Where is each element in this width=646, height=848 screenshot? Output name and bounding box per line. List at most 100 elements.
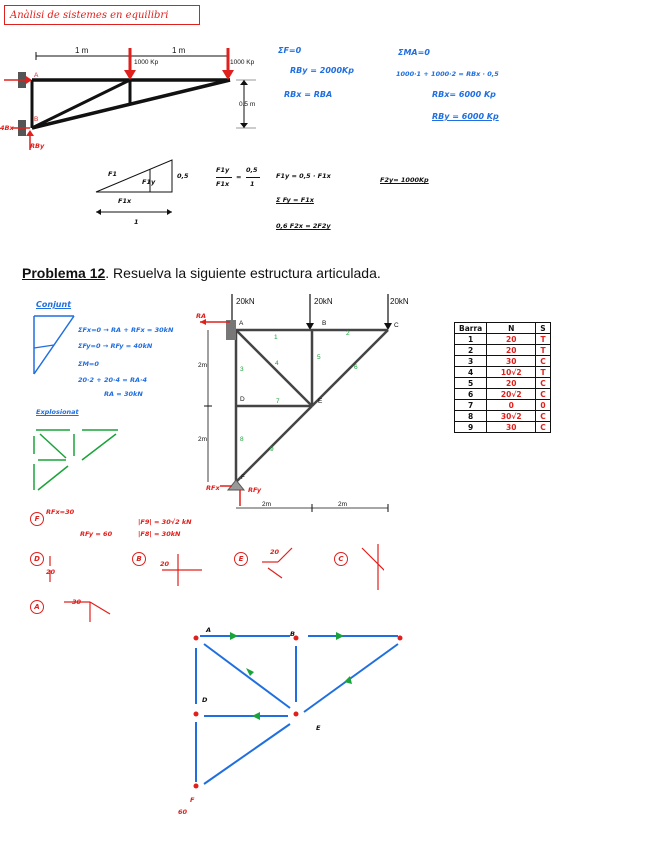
f-bottom-label: F — [190, 796, 195, 804]
section-title: Anàlisi de sistemes en equilibri — [4, 5, 200, 25]
exp-node-a: A — [206, 626, 212, 634]
exploded-truss-diagram — [193, 632, 403, 789]
node-f-circle: F — [30, 512, 44, 526]
node-a-circle: A — [30, 600, 44, 614]
note-eq5: RA = 30kN — [104, 390, 143, 398]
conjunt-heading: Conjunt — [36, 300, 72, 309]
exp-node-d: D — [202, 696, 208, 704]
node-d-circle: D — [30, 552, 44, 566]
explosionat-heading: Explosionat — [36, 408, 79, 416]
bar-4: 4 — [275, 360, 279, 367]
node-a-label: A — [34, 72, 39, 79]
eq-left-2: RBy = 2000Kp — [290, 66, 354, 75]
step-1: F1y = 0,5 · F1x — [276, 172, 331, 180]
rfy-value: RFy = 60 — [80, 530, 113, 538]
ratio-den2: 1 — [250, 180, 255, 188]
reaction-ra: RA — [196, 312, 207, 320]
ratio-num: F1y — [216, 166, 230, 174]
load-2-label: 1000 Kp — [230, 59, 255, 66]
eq-right-2: 1000·1 + 1000·2 = RBx · 0,5 — [396, 70, 499, 78]
val-d-20: 20 — [46, 568, 56, 576]
node-force-sketches — [49, 544, 384, 622]
bar-8: 8 — [240, 436, 244, 443]
val-e-20: 20 — [270, 548, 280, 556]
val-b-20: 20 — [160, 560, 170, 568]
problem-text: . Resuelva la siguiente estructura artic… — [105, 265, 381, 281]
tri-f1: F1 — [108, 170, 117, 178]
load-a-label: 20kN — [236, 297, 255, 306]
f-bottom-60: 60 — [178, 808, 188, 816]
node-e: E — [318, 398, 323, 405]
node-b: B — [322, 320, 327, 327]
dim-w1: 2m — [262, 501, 272, 508]
truss-diagram-1 — [4, 48, 256, 150]
note-eq1: ΣFx=0 → RA + RFx = 30kN — [78, 326, 174, 334]
height-label: 0.5 m — [239, 101, 256, 108]
ratio-den: F1x — [216, 180, 230, 188]
note-eq4: 20·2 + 20·4 = RA·4 — [78, 376, 148, 384]
dim-h1: 2m — [198, 362, 208, 369]
eq-right-3: RBx= 6000 Kp — [432, 90, 496, 99]
rfx-value: RFx=30 — [46, 508, 75, 516]
note-eq3: ΣM=0 — [78, 360, 99, 368]
bar-9: 9 — [270, 446, 274, 453]
eq-right-4: RBy = 6000 Kp — [432, 112, 499, 121]
node-b-label: B — [34, 116, 39, 123]
ratio-num2: 0,5 — [246, 166, 258, 174]
load-c-label: 20kN — [390, 297, 409, 306]
dim-h2: 2m — [198, 436, 208, 443]
table-header-s: S — [535, 322, 551, 334]
truss-structure-12 — [200, 294, 392, 512]
reaction-by-label: RBy — [30, 142, 45, 150]
table-header-n: N — [486, 322, 537, 334]
eq-left-1: ΣF=0 — [278, 46, 302, 55]
exploded-sketch — [33, 429, 118, 491]
span-2-label: 1 m — [172, 46, 186, 55]
node-e-circle: E — [234, 552, 248, 566]
eq-right-1: ΣMA=0 — [398, 48, 430, 57]
f8-magnitude: |F8| = 30kN — [138, 530, 181, 538]
node-d: D — [240, 396, 245, 403]
load-b-label: 20kN — [314, 297, 333, 306]
step-result: F2y= 1000Kp — [380, 176, 429, 184]
tri-f1y: F1y — [142, 178, 156, 186]
bar-2: 2 — [346, 330, 350, 337]
exp-node-b: B — [290, 630, 295, 638]
reaction-bx-label: 4Bx — [0, 124, 14, 132]
ratio-eq: = — [236, 173, 242, 181]
tri-base: 1 — [134, 218, 139, 226]
step-2: Σ Fy = F1x — [276, 196, 314, 204]
bar-1: 1 — [274, 334, 278, 341]
node-c: C — [394, 322, 399, 329]
problem-12-heading: Problema 12. Resuelva la siguiente estru… — [22, 265, 381, 281]
conjunt-sketch — [33, 315, 75, 375]
tri-f1x: F1x — [118, 197, 132, 205]
span-1-label: 1 m — [75, 46, 89, 55]
reaction-rfy: RFy — [248, 486, 262, 494]
reaction-rfx: RFx — [206, 484, 220, 492]
bar-6: 6 — [354, 364, 358, 371]
note-eq2: ΣFy=0 → RFy = 40kN — [78, 342, 153, 350]
load-1-label: 1000 Kp — [134, 59, 159, 66]
node-c-circle: C — [334, 552, 348, 566]
node-a: A — [239, 320, 244, 327]
bar-7: 7 — [276, 398, 280, 405]
exp-node-e: E — [316, 724, 321, 732]
eq-left-3: RBx = RBA — [284, 90, 333, 99]
dim-w2: 2m — [338, 501, 348, 508]
problem-label: Problema 12 — [22, 265, 106, 281]
node-b-circle: B — [132, 552, 146, 566]
val-a-30: 30 — [72, 598, 82, 606]
node-f: F — [241, 474, 245, 481]
tri-height: 0,5 — [177, 172, 189, 180]
bar-5: 5 — [317, 354, 321, 361]
f9-magnitude: |F9| = 30√2 kN — [138, 518, 192, 526]
